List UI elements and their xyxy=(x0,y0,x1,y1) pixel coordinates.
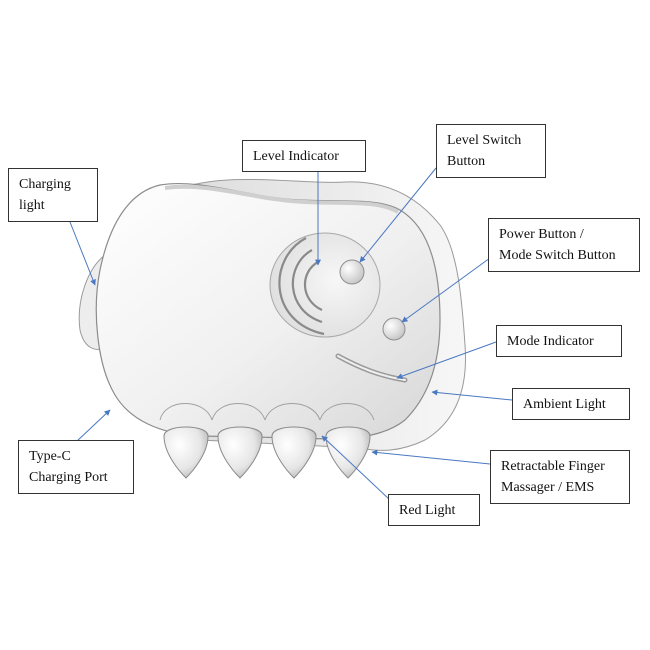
callout-charging-light: Charging light xyxy=(8,168,98,222)
level-dial xyxy=(269,232,381,338)
callout-charging-light-line1: Charging xyxy=(19,177,71,192)
callout-ambient-light-line1: Ambient Light xyxy=(523,397,606,412)
callout-ambient-light: Ambient Light xyxy=(512,388,630,420)
callout-type-c-line1: Type-C xyxy=(29,449,71,464)
level-indicator-arc-2 xyxy=(291,249,323,324)
callout-level-indicator-line1: Level Indicator xyxy=(253,149,339,164)
level-switch-button-knob xyxy=(339,259,365,285)
device-main-body xyxy=(95,182,441,440)
callout-power-button-line2: Mode Switch Button xyxy=(499,248,616,263)
callout-red-light-line1: Red Light xyxy=(399,503,456,518)
callout-charging-light-line2: light xyxy=(19,198,45,213)
callout-type-c-line2: Charging Port xyxy=(29,470,108,485)
massager-finger xyxy=(271,426,317,479)
finger-housing-scallops xyxy=(159,403,375,421)
callout-power-button: Power Button / Mode Switch Button xyxy=(488,218,640,272)
callout-finger-massager-line2: Massager / EMS xyxy=(501,480,595,495)
callout-power-button-line1: Power Button / xyxy=(499,227,584,242)
callout-level-switch: Level Switch Button xyxy=(436,124,546,178)
callout-level-indicator: Level Indicator xyxy=(242,140,366,172)
callout-mode-indicator: Mode Indicator xyxy=(496,325,622,357)
callout-type-c: Type-C Charging Port xyxy=(18,440,134,494)
callout-level-switch-line1: Level Switch xyxy=(447,133,522,148)
level-indicator-arc-1 xyxy=(303,261,323,312)
level-indicator-arc-3 xyxy=(278,237,325,336)
callout-mode-indicator-line1: Mode Indicator xyxy=(507,334,594,349)
massager-finger xyxy=(325,426,371,479)
massager-finger xyxy=(217,426,263,479)
power-button-knob xyxy=(382,317,406,341)
callout-finger-massager: Retractable Finger Massager / EMS xyxy=(490,450,630,504)
callout-level-switch-line2: Button xyxy=(447,154,486,169)
massager-finger xyxy=(163,426,209,479)
callout-finger-massager-line1: Retractable Finger xyxy=(501,459,605,474)
callout-red-light: Red Light xyxy=(388,494,480,526)
